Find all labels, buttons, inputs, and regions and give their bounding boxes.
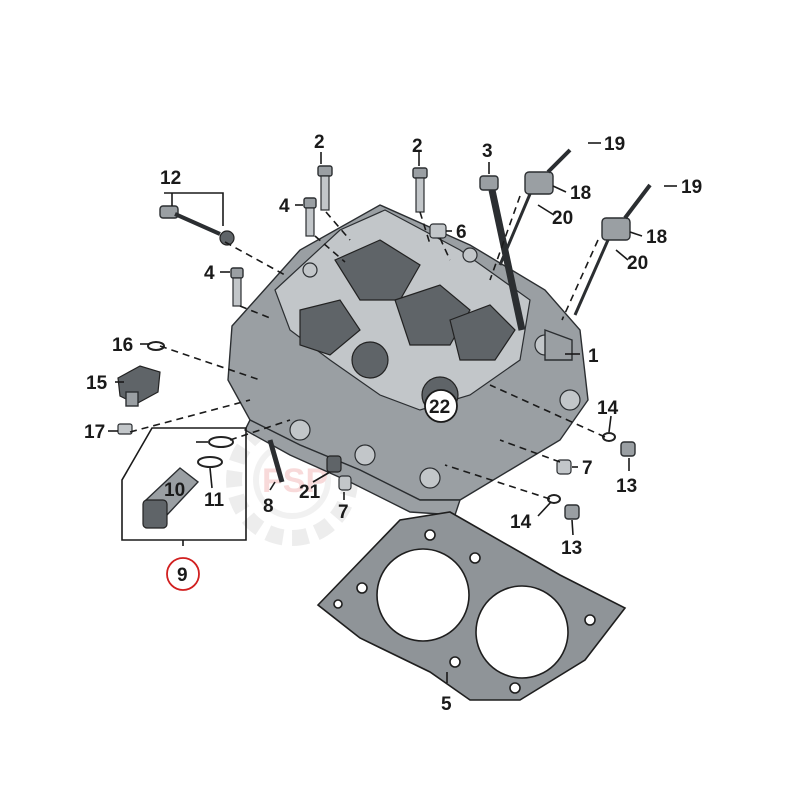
callout-17: 17 — [84, 422, 105, 443]
callout-13a: 13 — [616, 476, 637, 497]
callout-9: 9 — [177, 565, 188, 586]
callout-4a: 4 — [279, 196, 290, 217]
bolt-part-2 — [317, 165, 428, 213]
callout-12: 12 — [160, 168, 181, 189]
cap-part-21 — [326, 455, 342, 473]
callout-2b: 2 — [412, 136, 423, 157]
callout-1: 1 — [588, 346, 599, 367]
callout-labels: 1 2 2 3 4 4 5 6 7 7 8 10 11 12 13 13 14 … — [84, 132, 702, 715]
dowel-part-6 — [429, 223, 447, 239]
callout-6: 6 — [456, 222, 467, 243]
callout-8: 8 — [263, 496, 274, 517]
callout-10: 10 — [164, 480, 185, 501]
callout-15: 15 — [86, 373, 108, 394]
callout-19b: 19 — [681, 177, 702, 198]
assembly-lines — [129, 195, 606, 500]
washer-part-14a — [602, 432, 616, 442]
sensor-part-9 — [142, 436, 234, 529]
plug-part-13a — [620, 441, 636, 457]
leader-lines — [108, 142, 677, 683]
dowel-part-7a — [338, 475, 352, 491]
injector-assembly — [498, 148, 652, 316]
callout-2a: 2 — [314, 132, 325, 153]
sensor-part-15 — [117, 341, 165, 435]
long-bolt-part-3 — [479, 175, 526, 331]
callout-7b: 7 — [338, 502, 349, 523]
callout-18b: 18 — [646, 227, 667, 248]
callout-20a: 20 — [552, 208, 573, 229]
callout-14b: 14 — [510, 512, 532, 533]
callout-22: 22 — [429, 397, 450, 418]
callout-5: 5 — [441, 694, 452, 715]
callout-14a: 14 — [597, 398, 619, 419]
callout-4b: 4 — [204, 263, 215, 284]
callout-3: 3 — [482, 141, 493, 162]
callout-19a: 19 — [604, 134, 625, 155]
cylinder-head — [227, 204, 589, 516]
highlight-ring — [166, 557, 200, 591]
callout-11: 11 — [204, 490, 225, 511]
watermark-text: FSP — [262, 462, 328, 500]
head-gasket — [316, 511, 627, 701]
bolt-part-4 — [230, 197, 317, 307]
callout-18a: 18 — [570, 183, 591, 204]
plug-part-13b — [564, 504, 580, 520]
callout-7a: 7 — [582, 458, 593, 479]
dowel-part-7b — [556, 459, 572, 475]
callout-13b: 13 — [561, 538, 582, 559]
pin-part-8 — [267, 439, 285, 483]
callout-9-highlight: 9 — [166, 557, 200, 591]
callout-16: 16 — [112, 335, 133, 356]
callout-20b: 20 — [627, 253, 648, 274]
callout-21: 21 — [299, 482, 321, 503]
callout-22-badge: 22 — [424, 389, 458, 423]
valve-part-12 — [159, 205, 235, 246]
